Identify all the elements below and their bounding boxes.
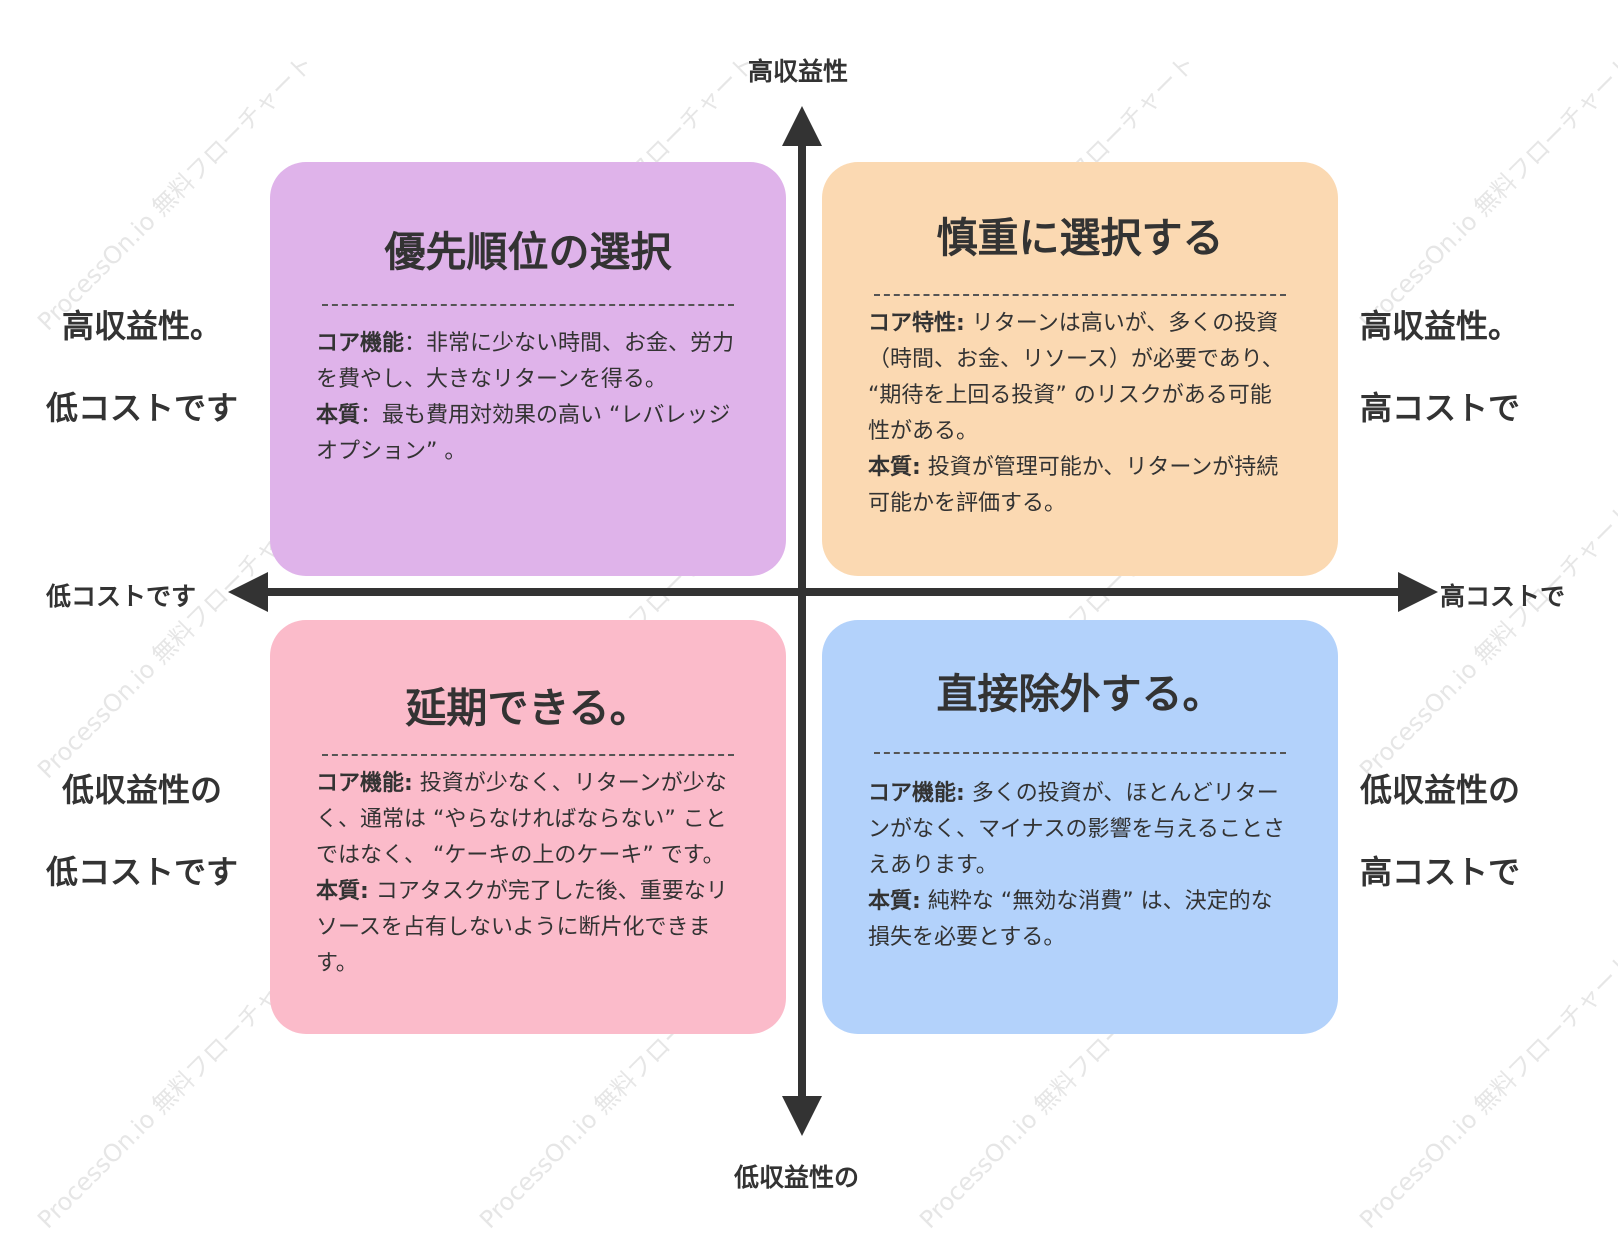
quadrant-title: 優先順位の選択: [384, 228, 672, 276]
quadrant-body: コア機能：非常に少ない時間、お金、労力を費やし、大きなリターンを得る。 本質：最…: [316, 326, 736, 470]
quadrant-p1-text: ：非常に少ない時間、お金、労力を費やし、大きなリターンを得る。: [316, 331, 735, 392]
quadrant-p1-key: コア機能: [316, 331, 405, 356]
axis-label-left: 低コストです: [46, 582, 197, 611]
quadrant-divider: [874, 294, 1286, 296]
side-label-top-right-1: 高収益性。: [1360, 307, 1521, 345]
quadrant-title: 延期できる。: [405, 684, 651, 732]
side-label-bottom-right-2: 高コストで: [1360, 853, 1521, 891]
quadrant-body: コア特性: リターンは高いが、多くの投資（時間、お金、リソース）が必要であり、 …: [868, 306, 1288, 522]
quadrant-p1-key: コア機能:: [868, 781, 965, 806]
quadrant-p1-text: 多くの投資が、ほとんどリターンがなく、マイナスの影響を与えることさえあります。: [868, 781, 1285, 878]
quadrant-p2-text: ：最も費用対効果の高い “レバレッジオプション” 。: [316, 403, 731, 464]
quadrant-p1-text: 投資が少なく、リターンが少なく、通常は “やらなければならない” ことではなく、…: [316, 771, 727, 868]
quadrant-priority-choice: 優先順位の選択 コア機能：非常に少ない時間、お金、労力を費やし、大きなリターンを…: [270, 162, 786, 576]
quadrant-p2-key: 本質:: [868, 455, 921, 480]
quadrant-p1-text: リターンは高いが、多くの投資（時間、お金、リソース）が必要であり、 “期待を上回…: [868, 311, 1284, 444]
axis-label-right: 高コストで: [1440, 582, 1566, 611]
quadrant-body: コア機能: 多くの投資が、ほとんどリターンがなく、マイナスの影響を与えることさえ…: [868, 776, 1288, 956]
quadrant-p1-key: コア特性:: [868, 311, 965, 336]
quadrant-can-postpone: 延期できる。 コア機能: 投資が少なく、リターンが少なく、通常は “やらなければ…: [270, 620, 786, 1034]
side-label-bottom-left-1: 低収益性の: [62, 771, 223, 809]
side-label-bottom-right-1: 低収益性の: [1360, 771, 1521, 809]
quadrant-divider: [322, 304, 734, 306]
quadrant-title: 慎重に選択する: [936, 214, 1224, 262]
quadrant-divider: [874, 752, 1286, 754]
side-label-bottom-left-2: 低コストです: [46, 853, 239, 891]
quadrant-p2-key: 本質: [316, 403, 361, 428]
quadrant-title: 直接除外する。: [936, 670, 1224, 718]
side-label-top-left-2: 低コストです: [46, 389, 239, 427]
quadrant-p2-text: コアタスクが完了した後、重要なリソースを占有しないように断片化できます。: [316, 879, 728, 976]
quadrant-p2-key: 本質:: [316, 879, 369, 904]
quadrant-p1-key: コア機能:: [316, 771, 413, 796]
quadrant-p2-text: 純粋な “無効な消費” は、決定的な損失を必要とする。: [868, 889, 1273, 950]
quadrant-p2-text: 投資が管理可能か、リターンが持続可能かを評価する。: [868, 455, 1279, 516]
side-label-top-right-2: 高コストで: [1360, 389, 1521, 427]
side-label-top-left-1: 高収益性。: [62, 307, 223, 345]
axis-label-top: 高収益性: [748, 57, 849, 86]
quadrant-divider: [322, 754, 734, 756]
quadrant-careful-choice: 慎重に選択する コア特性: リターンは高いが、多くの投資（時間、お金、リソース）…: [822, 162, 1338, 576]
quadrant-body: コア機能: 投資が少なく、リターンが少なく、通常は “やらなければならない” こ…: [316, 766, 736, 982]
quadrant-exclude-directly: 直接除外する。 コア機能: 多くの投資が、ほとんどリターンがなく、マイナスの影響…: [822, 620, 1338, 1034]
quadrant-p2-key: 本質:: [868, 889, 921, 914]
axis-label-bottom: 低収益性の: [734, 1163, 860, 1192]
